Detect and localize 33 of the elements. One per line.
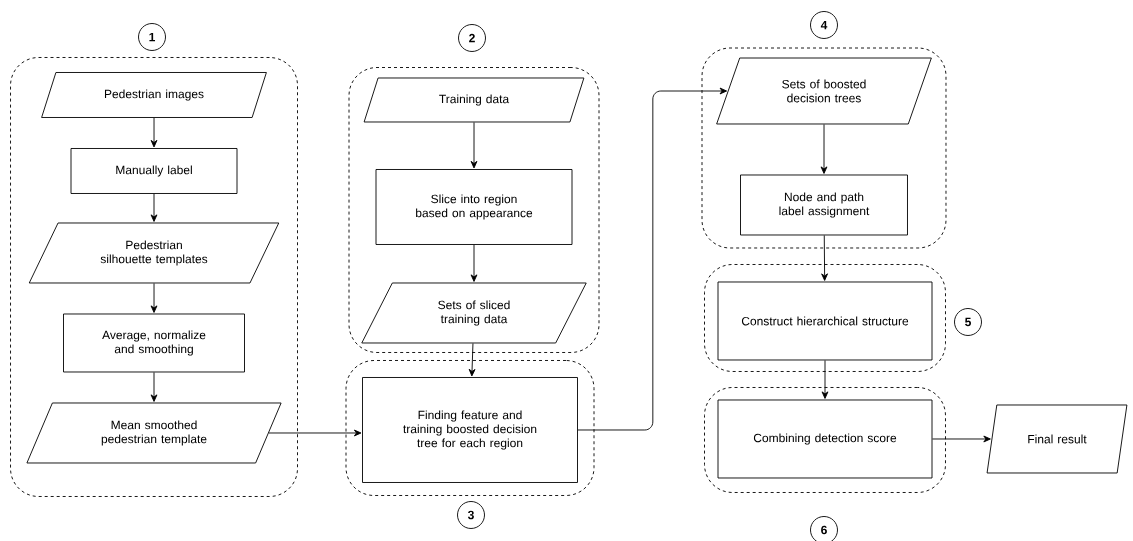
arrow: [932, 435, 991, 443]
arrow: [470, 122, 478, 169]
arrow: [150, 283, 158, 313]
data-parallelogram: Training data: [363, 77, 585, 123]
arrow: [821, 235, 828, 281]
step-number: 1: [138, 23, 166, 51]
data-parallelogram: Sets of boosted decision trees: [716, 57, 932, 125]
process-box: Combining detection score: [717, 399, 933, 479]
process-box: Finding feature and training boosted decision tree for each region: [362, 377, 578, 483]
data-parallelogram: Pedestrian silhouette templates: [28, 222, 280, 284]
data-parallelogram: Pedestrian images: [41, 72, 267, 118]
process-box: Slice into region based on appearance: [375, 169, 573, 245]
process-box: Construct hierarchical structure: [717, 281, 933, 361]
arrow: [150, 117, 158, 148]
arrow: [577, 87, 728, 431]
data-parallelogram: Mean smoothed pedestrian template: [26, 402, 282, 464]
step-number: 5: [954, 308, 982, 336]
data-parallelogram: Sets of sliced training data: [361, 282, 587, 344]
arrow: [468, 343, 476, 377]
step-number: 6: [810, 516, 838, 541]
arrow: [268, 429, 362, 437]
arrow: [150, 372, 158, 402]
process-box: Node and path label assignment: [740, 174, 908, 236]
process-box: Average, normalize and smoothing: [63, 313, 245, 373]
step-number: 3: [457, 501, 485, 529]
arrow: [150, 193, 158, 222]
process-box: Manually label: [70, 148, 238, 194]
arrow: [820, 124, 828, 174]
data-parallelogram: Final result: [986, 404, 1128, 474]
step-number: 4: [810, 11, 838, 39]
arrow: [821, 360, 829, 399]
arrow: [470, 244, 478, 282]
step-number: 2: [458, 24, 486, 52]
